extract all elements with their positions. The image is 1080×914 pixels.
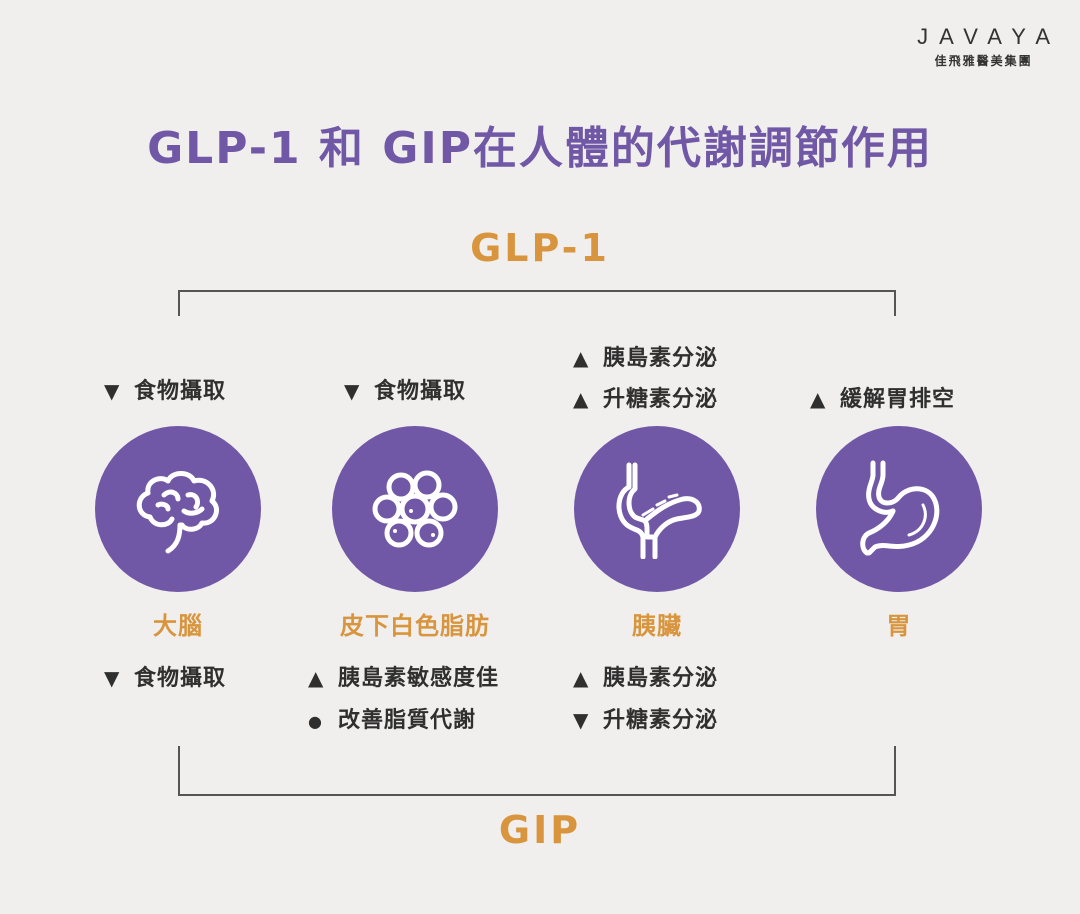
glp1-label: GLP-1 <box>470 226 610 270</box>
page-title: GLP-1 和 GIP在人體的代謝調節作用 <box>147 123 933 174</box>
gip-effect: ●改善脂質代謝 <box>308 708 477 733</box>
brand-logo: JAVAYA 佳飛雅醫美集團 <box>917 24 1050 69</box>
pancreas-icon <box>616 462 702 559</box>
organ-name-pancreas: 胰臟 <box>632 612 682 640</box>
gip-effect: ▼食物攝取 <box>104 666 227 691</box>
gip-label: GIP <box>498 808 582 852</box>
gip-bracket <box>178 746 896 796</box>
organ-name-brain: 大腦 <box>153 612 203 640</box>
gip-effect: ▼升糖素分泌 <box>573 708 719 733</box>
fat-circle <box>332 426 498 592</box>
stomach-circle <box>816 426 982 592</box>
glp1-effect: ▼食物攝取 <box>344 379 467 404</box>
organ-name-fat: 皮下白色脂肪 <box>340 612 490 640</box>
gip-effect: ▲胰島素分泌 <box>573 666 719 691</box>
glp1-effect: ▼食物攝取 <box>104 379 227 404</box>
brand-subtitle: 佳飛雅醫美集團 <box>934 54 1033 68</box>
pancreas-circle <box>574 426 740 592</box>
glp1-bracket <box>178 290 896 316</box>
brain-circle <box>95 426 261 592</box>
fat-cells-icon <box>372 470 458 548</box>
stomach-icon <box>860 460 940 556</box>
glp1-effect: ▲緩解胃排空 <box>810 387 956 412</box>
glp1-effect: ▲升糖素分泌 <box>573 387 719 412</box>
organ-name-stomach: 胃 <box>886 612 912 640</box>
glp1-effect: ▲胰島素分泌 <box>573 346 719 371</box>
brand-name: JAVAYA <box>917 24 1061 49</box>
brain-icon <box>136 471 219 554</box>
gip-effect: ▲胰島素敏感度佳 <box>308 666 500 691</box>
